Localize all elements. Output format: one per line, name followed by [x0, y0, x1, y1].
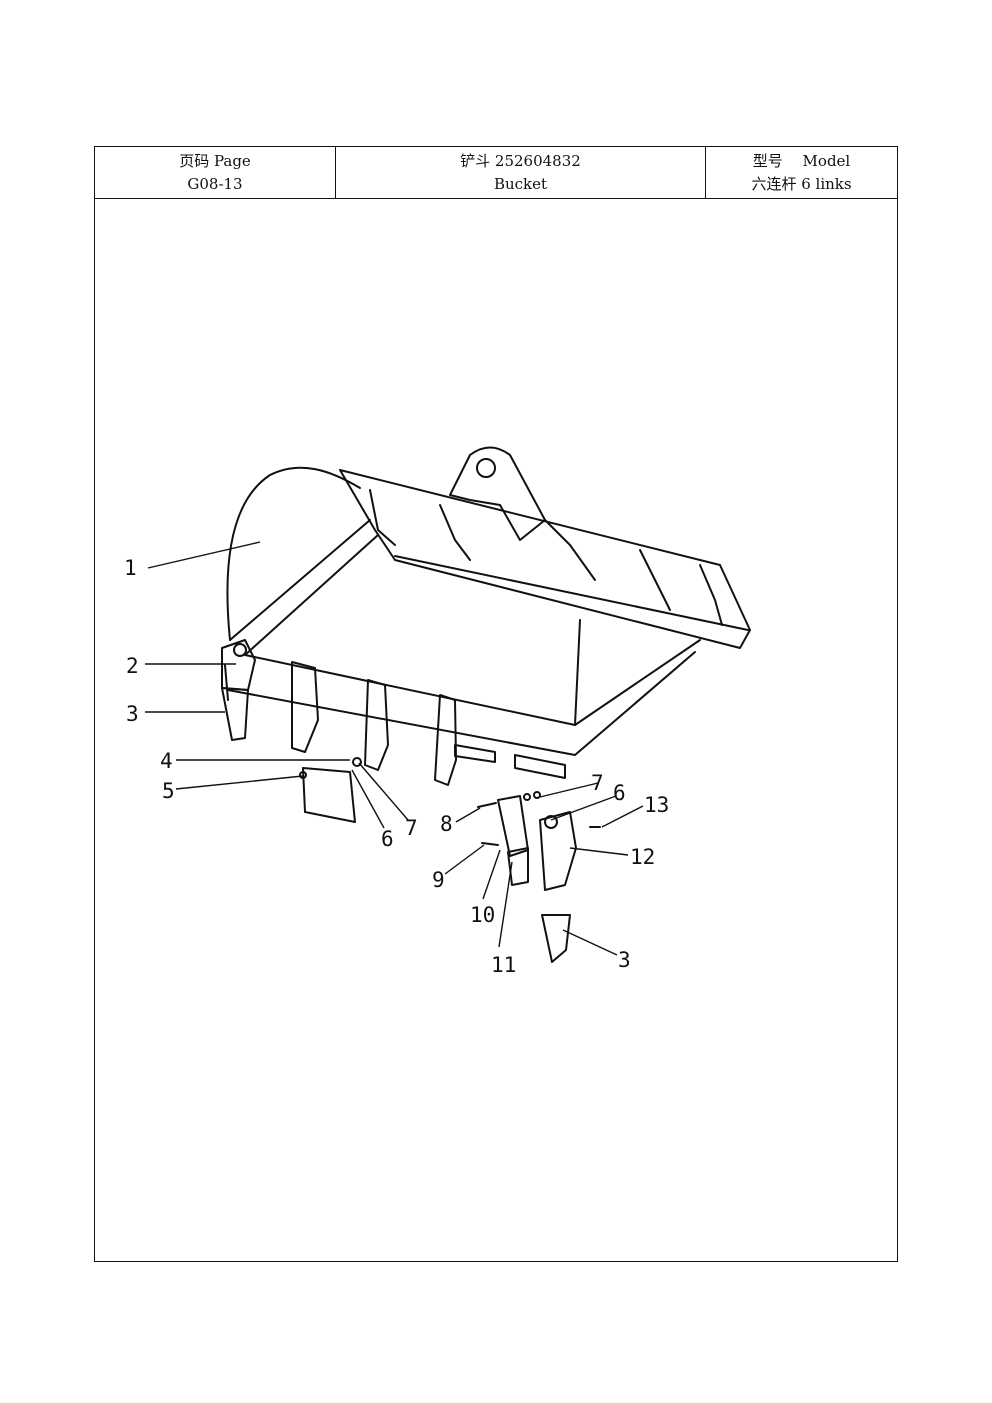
page-cell: 页码 Page G08-13 [95, 147, 336, 198]
page-frame: 页码 Page G08-13 铲斗 252604832 Bucket 型号 Mo… [94, 146, 898, 1262]
callout-1: 1 [124, 556, 137, 580]
leader-7b [539, 782, 599, 798]
leader-13 [601, 805, 644, 828]
leader-1 [147, 541, 261, 569]
pin-icon [233, 643, 247, 657]
tooth [434, 694, 457, 786]
model-cell: 型号 Model 六连杆 6 links [706, 147, 897, 198]
page-number: G08-13 [187, 174, 243, 193]
bucket-top-edge-inner [244, 534, 379, 656]
nut-icon [523, 793, 531, 801]
adapter [221, 639, 256, 691]
tooth [221, 687, 249, 741]
page-label: 页码 Page [179, 151, 251, 170]
bucket-corner [574, 619, 581, 726]
rib [699, 564, 723, 626]
edge-end [224, 664, 229, 701]
bucket-top-rail [339, 469, 751, 649]
edge-segment [514, 754, 566, 779]
rib [439, 504, 471, 561]
callout-3b: 3 [618, 948, 631, 972]
callout-7b: 7 [591, 771, 604, 795]
callout-9: 9 [432, 868, 445, 892]
callout-6b: 6 [613, 781, 626, 805]
callout-6: 6 [381, 827, 394, 851]
tooth-exploded [539, 811, 577, 891]
callout-2: 2 [126, 654, 139, 678]
pin-hole-icon [476, 458, 496, 478]
leader-6b [550, 795, 617, 821]
leader-10 [482, 849, 501, 900]
bolt-8 [477, 802, 497, 808]
adapter-exploded [497, 795, 529, 857]
cutting-edge [227, 651, 696, 756]
leader-9 [444, 844, 485, 875]
nut-icon [352, 757, 362, 767]
leader-8 [455, 807, 481, 823]
tooth-loose [541, 914, 571, 963]
rib [544, 519, 596, 581]
rib [369, 489, 396, 546]
callout-11: 11 [491, 953, 516, 977]
edge-segment [454, 744, 496, 763]
tooth [364, 679, 389, 771]
callout-4: 4 [160, 749, 173, 773]
bucket-top-edge [229, 519, 371, 641]
rail-edge [394, 555, 749, 631]
mounting-bracket [449, 446, 546, 541]
callout-13: 13 [644, 793, 669, 817]
part-title: 铲斗 252604832 [460, 151, 581, 170]
bucket-side-plate [226, 466, 361, 641]
part-name: Bucket [493, 174, 548, 193]
model-label: 型号 Model [752, 151, 851, 170]
leader-11 [498, 861, 513, 948]
pin-9 [481, 842, 499, 846]
edge-plate [302, 767, 356, 823]
callout-10: 10 [470, 903, 495, 927]
model-value: 六连杆 6 links [751, 174, 852, 193]
callout-8: 8 [440, 812, 453, 836]
callout-7: 7 [405, 816, 418, 840]
tooth [291, 661, 319, 753]
leader-3b [562, 929, 618, 956]
leader-12 [569, 847, 629, 856]
callout-5: 5 [162, 779, 175, 803]
callout-12: 12 [630, 845, 655, 869]
nut-icon [533, 791, 541, 799]
bolt-icon [299, 771, 307, 779]
leader-5 [175, 775, 304, 790]
leader-7 [358, 762, 409, 821]
rib [639, 549, 671, 611]
leader-6 [351, 769, 385, 829]
nut-icon [544, 815, 558, 829]
part-cell: 铲斗 252604832 Bucket [336, 147, 706, 198]
header-table: 页码 Page G08-13 铲斗 252604832 Bucket 型号 Mo… [95, 147, 897, 199]
callout-3: 3 [126, 702, 139, 726]
bucket-floor-outline [244, 639, 701, 726]
